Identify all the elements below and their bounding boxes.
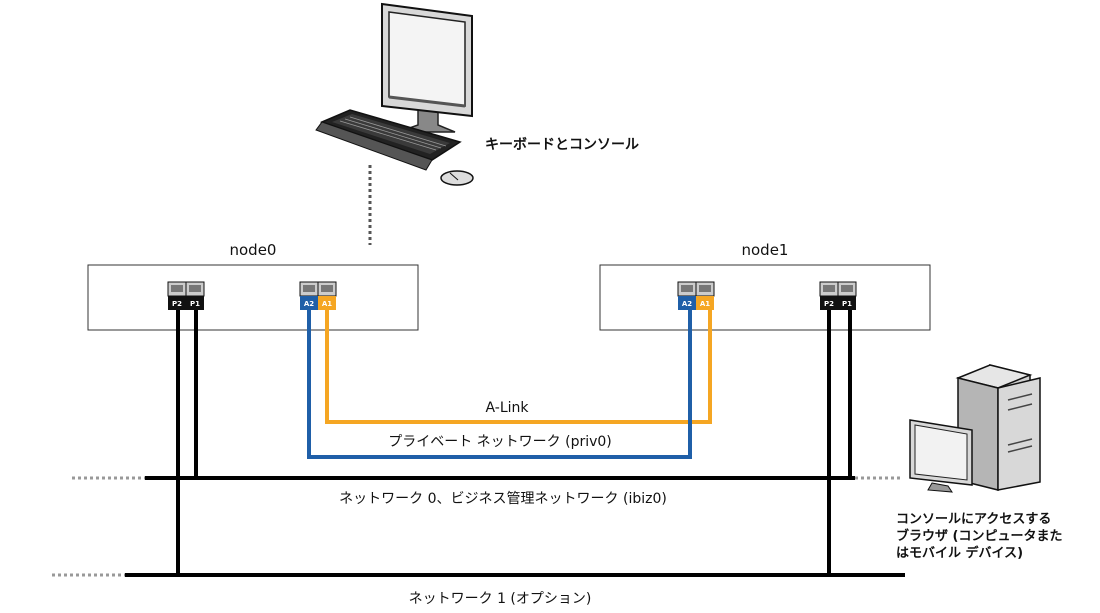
node1-port-p1-label: P1 [842,300,852,308]
desktop-computer-icon [909,364,1041,493]
node1-label: node1 [742,241,789,259]
alink-label: A-Link [486,400,530,416]
node1-port-p2-label: P2 [824,300,834,308]
network0-label: ネットワーク 0、ビジネス管理ネットワーク (ibiz0) [339,491,667,507]
browser-label-line2: ブラウザ (コンピュータまた [896,528,1062,544]
node0-port-a1-label: A1 [322,300,332,308]
private-network-cable [307,310,692,459]
node0-port-p1-label: P1 [190,300,200,308]
node0-box [87,264,419,331]
network1-label: ネットワーク 1 (オプション) [409,591,592,607]
node0-port-p2-label: P2 [172,300,182,308]
browser-label-line1: コンソールにアクセスする [896,512,1051,527]
keyboard-console-label: キーボードとコンソール [485,137,639,153]
node1-box [599,264,931,331]
alink-cable [325,310,712,424]
mouse-icon [440,170,474,186]
node1-a-ports: A2 A1 [677,281,715,310]
private-network-label: プライベート ネットワーク (priv0) [388,434,612,450]
computer-monitor-icon [381,2,473,133]
node1-port-a1-label: A1 [700,300,710,308]
node0-label: node0 [230,241,277,259]
node0-p-ports: P2 P1 [167,281,205,310]
node1-port-a2-label: A2 [682,300,692,308]
browser-label-line3: はモバイル デバイス) [896,545,1023,561]
node1-p-ports: P2 P1 [819,281,857,310]
keyboard-icon [315,109,462,171]
node0-port-a2-label: A2 [304,300,314,308]
node0-a-ports: A2 A1 [299,281,337,310]
